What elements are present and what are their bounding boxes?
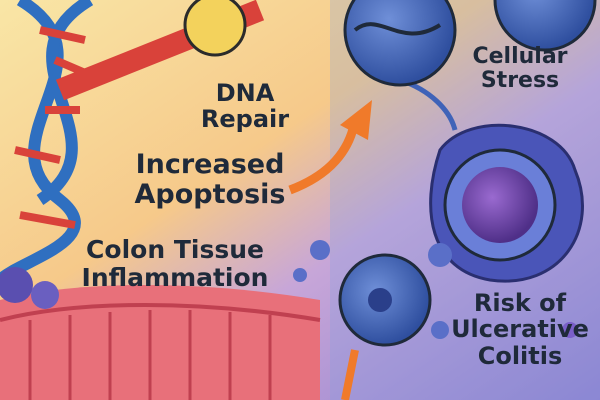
label-line: Increased — [135, 149, 285, 180]
label-inflammation: Colon Tissue Inflammation — [70, 236, 280, 291]
dna-damage-rod-icon — [55, 0, 265, 101]
label-dna-repair: DNA Repair — [185, 80, 305, 133]
label-line: Apoptosis — [134, 178, 286, 210]
label-line: Repair — [200, 105, 290, 134]
colon-tissue-icon — [0, 267, 321, 400]
label-cellular-stress: Cellular Stress — [455, 44, 585, 94]
label-line: Cellular — [472, 44, 568, 69]
label-apoptosis: Increased Apoptosis — [125, 150, 295, 209]
arrowhead-icon — [340, 100, 372, 140]
label-line: Stress — [480, 68, 560, 94]
arrow-icon — [341, 349, 359, 400]
label-colitis: Risk of Ulcerative Colitis — [445, 289, 595, 370]
label-line: Ulcerative — [451, 315, 589, 344]
label-line: Risk of — [473, 289, 567, 317]
label-line: Colitis — [477, 341, 563, 370]
label-line: Colon Tissue — [86, 235, 264, 264]
label-line: DNA — [215, 79, 275, 107]
cell-dna-icon — [343, 0, 457, 87]
label-line: Inflammation — [81, 262, 269, 292]
